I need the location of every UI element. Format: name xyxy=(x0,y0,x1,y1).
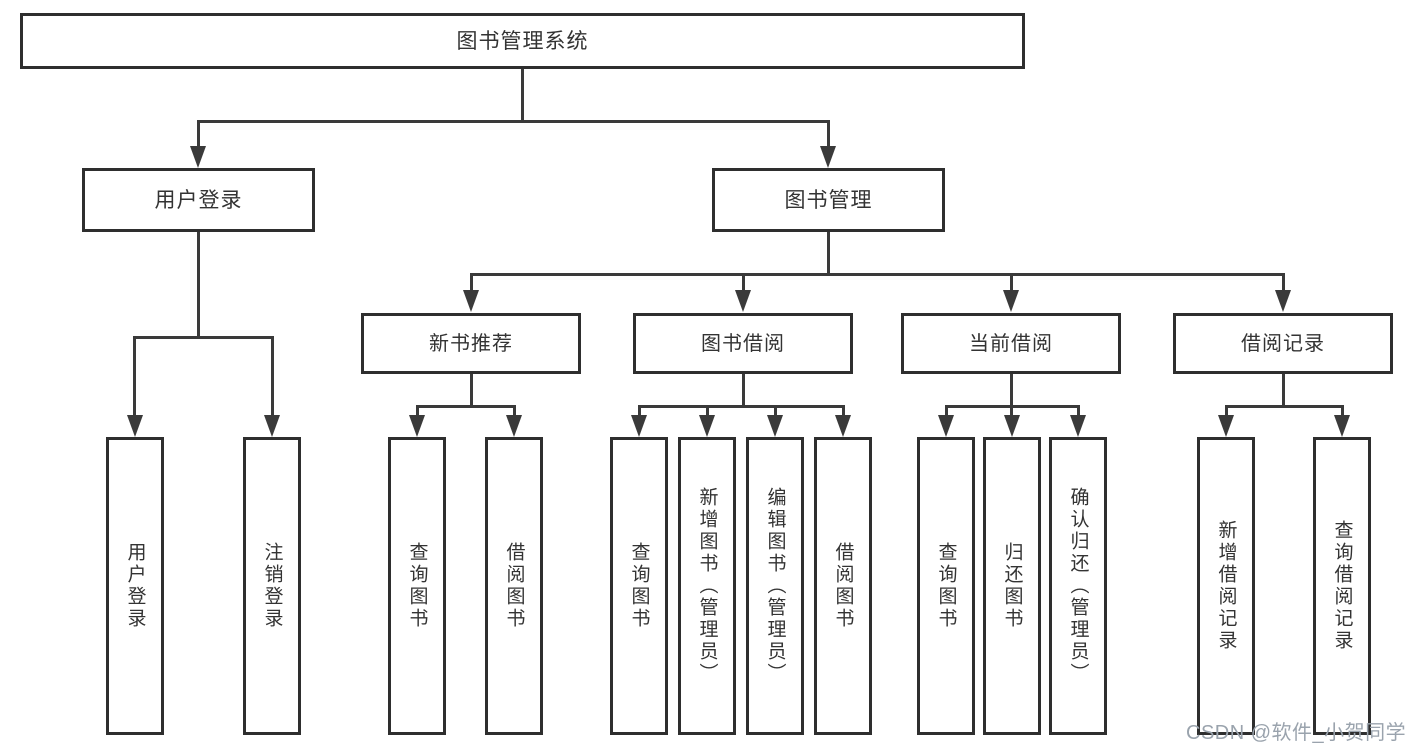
arrow-down-icon xyxy=(1275,290,1291,312)
node-query-books-borrow: 查询图书 xyxy=(610,437,668,735)
node-query-books-recommend: 查询图书 xyxy=(388,437,446,735)
edge-line xyxy=(1010,405,1013,419)
edge-line xyxy=(513,405,516,419)
arrow-down-icon xyxy=(506,415,522,437)
edge-line xyxy=(1010,273,1013,293)
node-borrowing-records: 借阅记录 xyxy=(1173,313,1393,374)
edge-line xyxy=(197,232,200,338)
edge-line xyxy=(1282,273,1285,293)
arrow-down-icon xyxy=(409,415,425,437)
node-library-management-system: 图书管理系统 xyxy=(20,13,1025,69)
edge-line xyxy=(521,69,524,121)
edge-line xyxy=(470,273,473,293)
arrow-down-icon xyxy=(820,146,836,168)
node-borrow-books-recommend: 借阅图书 xyxy=(485,437,543,735)
node-add-books-admin: 新增图书（管理员） xyxy=(678,437,736,735)
arrow-down-icon xyxy=(1218,415,1234,437)
edge-line xyxy=(470,374,473,408)
edge-line xyxy=(197,120,200,150)
arrow-down-icon xyxy=(190,146,206,168)
edge-line xyxy=(842,405,845,419)
edge-line xyxy=(827,120,830,150)
node-logout-leaf: 注销登录 xyxy=(243,437,301,735)
edge-line xyxy=(1010,374,1013,408)
node-current-borrowing: 当前借阅 xyxy=(901,313,1121,374)
csdn-watermark: CSDN @软件_小贺同学 xyxy=(1186,722,1405,744)
arrow-down-icon xyxy=(264,415,280,437)
edge-line xyxy=(470,273,1284,276)
edge-line xyxy=(774,405,777,419)
edge-line xyxy=(133,336,274,339)
edge-line xyxy=(1225,405,1343,408)
node-user-login: 用户登录 xyxy=(82,168,315,232)
edge-line xyxy=(1225,405,1228,419)
arrow-down-icon xyxy=(463,290,479,312)
edge-line xyxy=(706,405,709,419)
node-query-books-current: 查询图书 xyxy=(917,437,975,735)
node-query-borrow-record: 查询借阅记录 xyxy=(1313,437,1371,735)
arrow-down-icon xyxy=(735,290,751,312)
arrow-down-icon xyxy=(699,415,715,437)
node-borrow-books-borrow: 借阅图书 xyxy=(814,437,872,735)
node-confirm-return-admin: 确认归还（管理员） xyxy=(1049,437,1107,735)
edge-line xyxy=(133,336,136,420)
edge-line xyxy=(416,405,516,408)
arrow-down-icon xyxy=(767,415,783,437)
arrow-down-icon xyxy=(938,415,954,437)
arrow-down-icon xyxy=(1004,415,1020,437)
arrow-down-icon xyxy=(127,415,143,437)
edge-line xyxy=(197,120,830,123)
edge-line xyxy=(742,273,745,293)
edge-line xyxy=(638,405,641,419)
edge-line xyxy=(827,232,830,276)
edge-line xyxy=(945,405,948,419)
node-new-book-recommendation: 新书推荐 xyxy=(361,313,581,374)
node-book-borrowing: 图书借阅 xyxy=(633,313,853,374)
arrow-down-icon xyxy=(1334,415,1350,437)
edge-line xyxy=(742,374,745,408)
arrow-down-icon xyxy=(631,415,647,437)
arrow-down-icon xyxy=(1003,290,1019,312)
edge-line xyxy=(1341,405,1344,419)
node-user-login-leaf: 用户登录 xyxy=(106,437,164,735)
node-book-management: 图书管理 xyxy=(712,168,945,232)
node-add-borrow-record: 新增借阅记录 xyxy=(1197,437,1255,735)
node-edit-books-admin: 编辑图书（管理员） xyxy=(746,437,804,735)
edge-line xyxy=(271,336,274,420)
edge-line xyxy=(638,405,845,408)
arrow-down-icon xyxy=(835,415,851,437)
edge-line xyxy=(1077,405,1080,419)
arrow-down-icon xyxy=(1070,415,1086,437)
node-return-books: 归还图书 xyxy=(983,437,1041,735)
edge-line xyxy=(1282,374,1285,408)
edge-line xyxy=(416,405,419,419)
